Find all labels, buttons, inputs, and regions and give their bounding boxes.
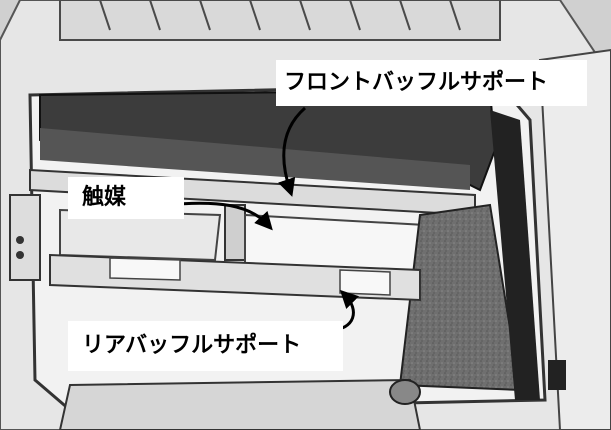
bottom-lip (58, 378, 422, 430)
right-frame-pillar (490, 110, 540, 400)
left-mount-bracket (9, 194, 41, 281)
catalyst-post (224, 204, 246, 261)
lid-ribs (59, 0, 501, 41)
label-front-baffle-support: フロントバッフルサポート (276, 60, 587, 106)
arrow-front-baffle (278, 106, 306, 197)
right-hinge-panel (538, 48, 611, 430)
right-hinge-clip (548, 360, 566, 390)
knob (389, 379, 421, 405)
front-baffle-lip (40, 128, 470, 190)
label-catalyst: 触媒 (68, 177, 184, 219)
label-rear-baffle-support: リアバッフルサポート (68, 321, 343, 371)
